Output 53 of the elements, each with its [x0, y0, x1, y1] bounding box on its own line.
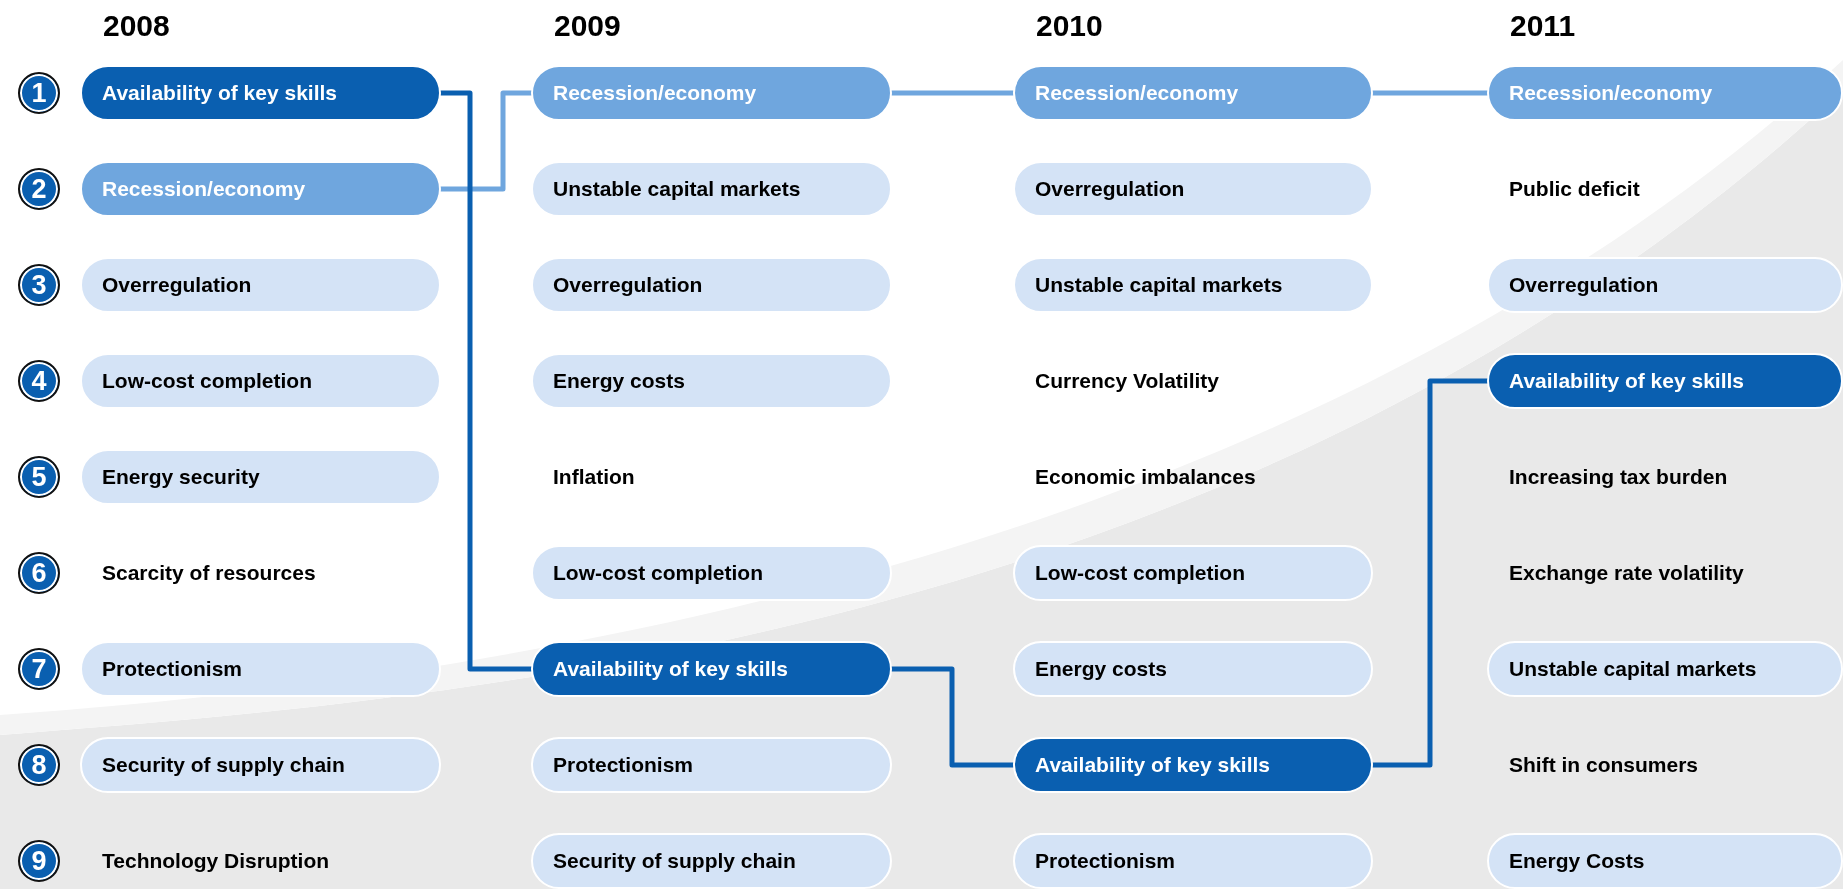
risk-pill: Protectionism	[531, 737, 892, 793]
risk-pill: Protectionism	[80, 641, 441, 697]
rank-number: 6	[18, 552, 60, 594]
risk-pill: Energy costs	[531, 353, 892, 409]
rank-number: 4	[18, 360, 60, 402]
risk-pill: Protectionism	[1013, 833, 1373, 889]
risk-pill: Unstable capital markets	[531, 161, 892, 217]
year-heading: 2009	[554, 8, 621, 44]
highlighted-risk-pill: Availability of key skills	[1487, 353, 1843, 409]
connector-line	[439, 90, 533, 192]
risk-pill: Low-cost completion	[1013, 545, 1373, 601]
risk-text: Economic imbalances	[1035, 464, 1256, 490]
connector-line	[1371, 378, 1489, 768]
highlighted-risk-pill: Recession/economy	[531, 65, 892, 121]
risk-text: Exchange rate volatility	[1509, 560, 1744, 586]
risk-pill: Energy security	[80, 449, 441, 505]
highlighted-risk-pill: Availability of key skills	[531, 641, 892, 697]
risk-pill: Low-cost completion	[80, 353, 441, 409]
year-heading: 2011	[1510, 8, 1576, 44]
year-heading: 2010	[1036, 8, 1103, 44]
rank-number: 3	[18, 264, 60, 306]
risk-text: Scarcity of resources	[102, 560, 316, 586]
risk-text: Increasing tax burden	[1509, 464, 1728, 490]
rank-number: 7	[18, 648, 60, 690]
connector-line	[890, 666, 1015, 768]
risk-text: Inflation	[553, 464, 635, 490]
highlighted-risk-pill: Recession/economy	[1013, 65, 1373, 121]
risk-pill: Security of supply chain	[80, 737, 441, 793]
rank-number: 2	[18, 168, 60, 210]
risk-pill: Overregulation	[1013, 161, 1373, 217]
year-heading: 2008	[103, 8, 170, 44]
risk-pill: Overregulation	[531, 257, 892, 313]
risk-pill: Unstable capital markets	[1487, 641, 1843, 697]
risk-pill: Overregulation	[80, 257, 441, 313]
risk-pill: Energy costs	[1013, 641, 1373, 697]
connector-line	[890, 90, 1015, 96]
risk-pill: Security of supply chain	[531, 833, 892, 889]
risk-text: Currency Volatility	[1035, 368, 1219, 394]
highlighted-risk-pill: Availability of key skills	[80, 65, 441, 121]
risk-text: Shift in consumers	[1509, 752, 1699, 778]
risk-pill: Unstable capital markets	[1013, 257, 1373, 313]
rank-number: 1	[18, 72, 60, 114]
highlighted-risk-pill: Recession/economy	[80, 161, 441, 217]
highlighted-risk-pill: Recession/economy	[1487, 65, 1843, 121]
rank-number: 5	[18, 456, 60, 498]
risk-pill: Energy Costs	[1487, 833, 1843, 889]
risk-text: Technology Disruption	[102, 848, 330, 874]
risk-pill: Overregulation	[1487, 257, 1843, 313]
risk-pill: Low-cost completion	[531, 545, 892, 601]
risk-text: Public deficit	[1509, 176, 1640, 202]
connector-line	[1371, 90, 1489, 96]
highlighted-risk-pill: Availability of key skills	[1013, 737, 1373, 793]
connector-line	[439, 90, 533, 672]
